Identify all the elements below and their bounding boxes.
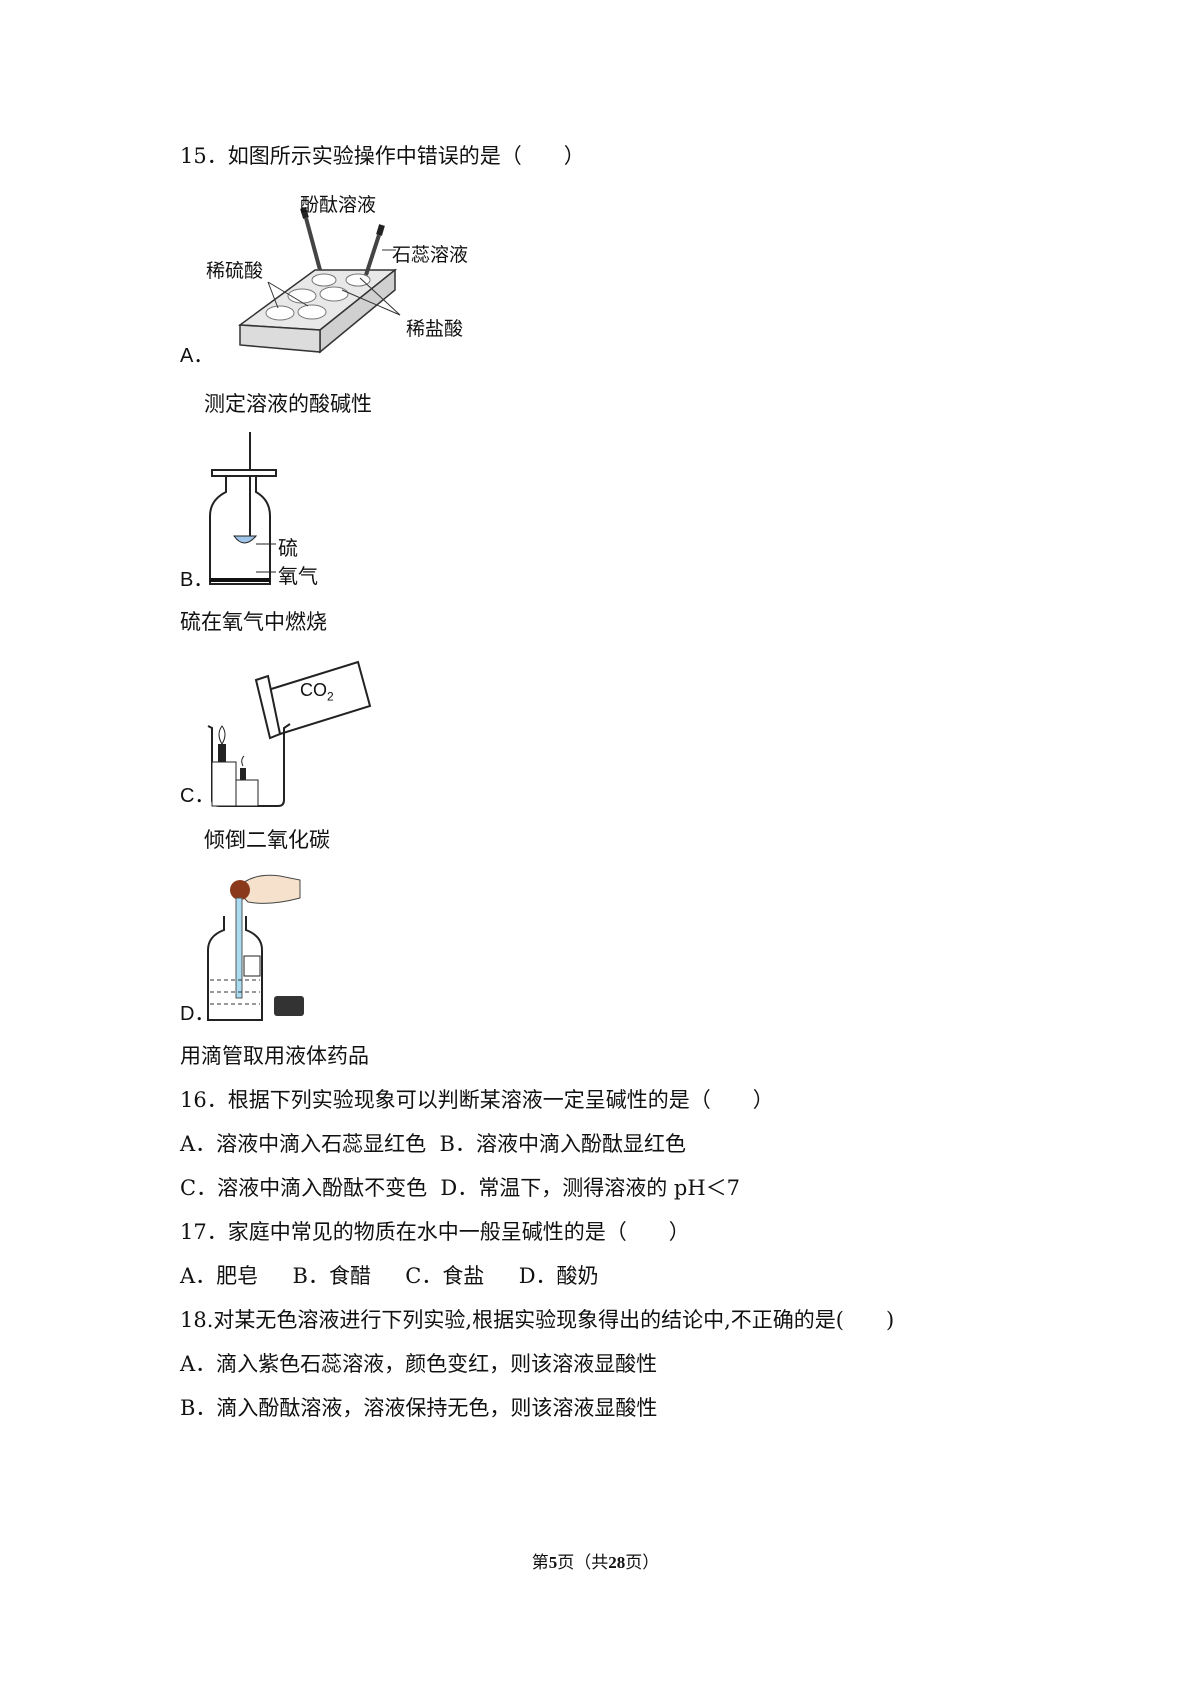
beaker-candles-illustration	[207, 660, 372, 807]
figure-dropper-bottle	[200, 868, 340, 1028]
figure-pouring-co2: CO2	[200, 650, 400, 810]
label-litmus: 石蕊溶液	[392, 244, 469, 266]
label-co2: CO2	[300, 680, 334, 704]
figure-spot-plate: 酚酞溶液 石蕊溶液 稀硫酸 稀盐酸	[200, 190, 500, 370]
q15-option-b-caption: 硫在氧气中燃烧	[180, 610, 327, 634]
page-footer: 第5页（共28页）	[531, 1553, 660, 1573]
total-pages-number: 28	[608, 1553, 626, 1572]
label-dilute-hydrochloric-acid: 稀盐酸	[406, 318, 464, 340]
q15-option-c-letter: C．	[180, 785, 215, 807]
q15-option-b-letter: B．	[180, 569, 214, 591]
q15-option-a-caption: 测定溶液的酸碱性	[204, 392, 372, 416]
dropper-illustration	[207, 874, 304, 1021]
spot-plate-illustration	[237, 207, 401, 354]
q16-options-row2: C．溶液中滴入酚酞不变色 D．常温下，测得溶液的 pH＜7	[180, 1176, 741, 1200]
q17-stem: 17．家庭中常见的物质在水中一般呈碱性的是（ ）	[180, 1220, 690, 1244]
label-oxygen: 氧气	[278, 564, 318, 588]
figure-sulfur-combustion: 硫 氧气	[200, 432, 350, 592]
q15-option-c-caption: 倾倒二氧化碳	[204, 828, 330, 852]
q16-options-row1: A．溶液中滴入石蕊显红色 B．溶液中滴入酚酞显红色	[180, 1132, 686, 1156]
q15-stem: 15．如图所示实验操作中错误的是（ ）	[180, 144, 585, 168]
q18-stem: 18.对某无色溶液进行下列实验,根据实验现象得出的结论中,不正确的是( )	[180, 1308, 895, 1332]
q16-stem: 16．根据下列实验现象可以判断某溶液一定呈碱性的是（ ）	[180, 1088, 774, 1112]
current-page-number: 5	[548, 1553, 558, 1572]
q15-option-d-letter: D．	[180, 1003, 215, 1025]
q18-options-row2: B．滴入酚酞溶液，溶液保持无色，则该溶液显酸性	[180, 1396, 658, 1420]
label-phenolphthalein: 酚酞溶液	[300, 194, 377, 216]
q17-options-row1: A．肥皂 B．食醋 C．食盐 D．酸奶	[180, 1264, 599, 1288]
label-dilute-sulfuric-acid: 稀硫酸	[206, 260, 264, 282]
q15-option-d-caption: 用滴管取用液体药品	[180, 1044, 369, 1068]
label-sulfur: 硫	[278, 536, 298, 560]
q18-options-row1: A．滴入紫色石蕊溶液，颜色变红，则该溶液显酸性	[180, 1352, 658, 1376]
gas-jar-illustration	[209, 432, 277, 585]
q15-option-a-letter: A．	[180, 345, 214, 367]
